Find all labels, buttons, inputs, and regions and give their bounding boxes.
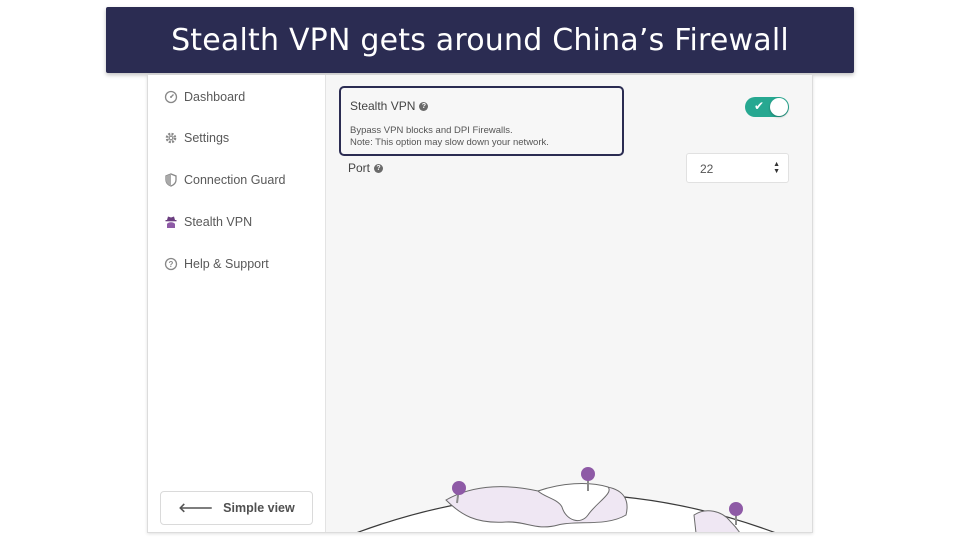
- port-label: Port ?: [348, 161, 384, 175]
- shield-icon: [164, 173, 178, 187]
- caption-banner: Stealth VPN gets around China’s Firewall: [106, 7, 854, 73]
- gear-icon: [164, 131, 178, 145]
- stealth-description-line2: Note: This option may slow down your net…: [350, 137, 549, 148]
- info-icon[interactable]: ?: [419, 101, 429, 111]
- gauge-icon: [164, 90, 178, 104]
- sidebar-item-dashboard[interactable]: Dashboard: [164, 86, 245, 108]
- spy-icon: [164, 215, 178, 229]
- sidebar-item-label: Settings: [184, 131, 230, 145]
- sidebar-item-label: Help & Support: [184, 257, 269, 271]
- check-icon: ✔: [754, 99, 765, 113]
- simple-view-button[interactable]: 🡐 Simple view: [160, 491, 313, 525]
- sidebar-item-label: Dashboard: [184, 90, 246, 104]
- port-select[interactable]: 22 ▲▼: [686, 153, 789, 183]
- info-icon[interactable]: ?: [374, 163, 384, 173]
- stealth-vpn-title-text: Stealth VPN: [350, 99, 416, 113]
- help-circle-icon: ?: [164, 257, 178, 271]
- location-pin: [729, 502, 743, 516]
- app-window: Dashboard Settings Connection Guard Stea…: [147, 75, 813, 533]
- world-map-globe: [357, 467, 775, 532]
- stealth-description-line1: Bypass VPN blocks and DPI Firewalls.: [350, 125, 513, 136]
- sidebar-item-settings[interactable]: Settings: [164, 127, 229, 149]
- stealth-vpn-toggle[interactable]: ✔: [745, 97, 789, 117]
- port-label-text: Port: [348, 161, 371, 175]
- sidebar-item-stealth-vpn[interactable]: Stealth VPN: [164, 211, 252, 233]
- stealth-vpn-setting: Stealth VPN ? Bypass VPN blocks and DPI …: [339, 86, 624, 156]
- stealth-settings-panel: Stealth VPN ? Bypass VPN blocks and DPI …: [326, 75, 812, 532]
- port-value: 22: [700, 162, 714, 176]
- location-pin: [452, 481, 466, 495]
- sidebar-item-label: Stealth VPN: [184, 215, 253, 229]
- select-arrows-icon: ▲▼: [773, 161, 780, 175]
- svg-text:?: ?: [169, 260, 174, 269]
- sidebar-item-label: Connection Guard: [184, 173, 286, 187]
- sidebar-item-help-support[interactable]: ? Help & Support: [164, 253, 269, 275]
- location-pin: [581, 467, 595, 481]
- caption-title: Stealth VPN gets around China’s Firewall: [171, 22, 789, 58]
- stealth-vpn-title: Stealth VPN ?: [350, 99, 429, 113]
- sidebar-item-connection-guard[interactable]: Connection Guard: [164, 169, 285, 191]
- sidebar: Dashboard Settings Connection Guard Stea…: [148, 75, 326, 532]
- toggle-knob: [770, 98, 788, 116]
- simple-view-label: Simple view: [223, 501, 295, 515]
- arrow-left-icon: 🡐: [178, 500, 214, 515]
